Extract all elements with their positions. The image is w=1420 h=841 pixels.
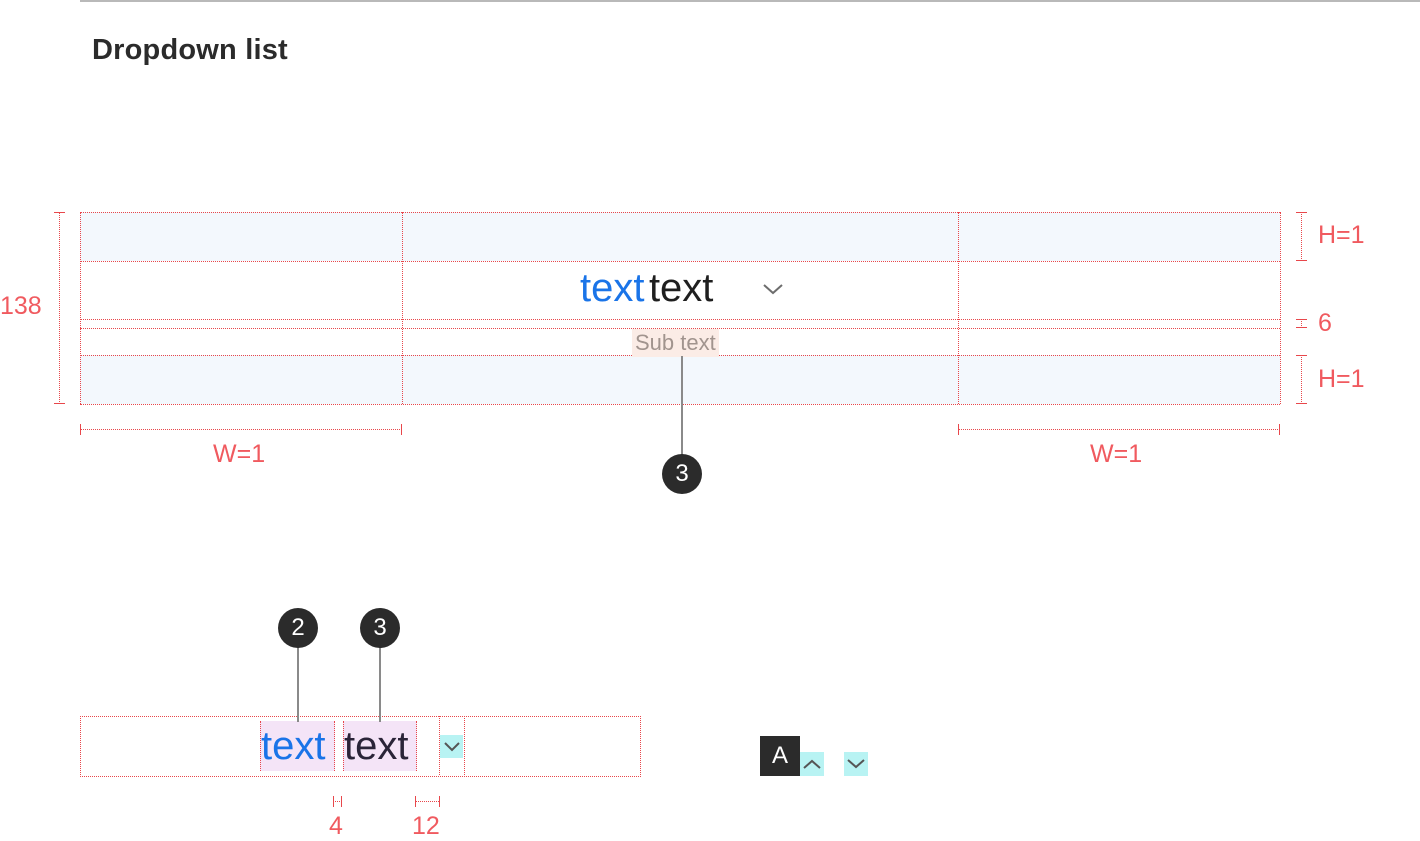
chevron-down-icon — [844, 752, 868, 776]
grid-line — [80, 261, 1280, 262]
primary-text: text — [261, 724, 326, 768]
height-dimension-line — [59, 212, 60, 404]
grid-line — [80, 319, 1280, 320]
gap-label: 6 — [1318, 309, 1332, 337]
icon-gap-dimension — [415, 801, 439, 802]
width-right-dimension — [958, 429, 1280, 430]
primary-text: text — [580, 266, 645, 310]
asset-badge: A — [760, 736, 800, 776]
bottom-padding-band — [80, 355, 1280, 404]
dimension-tick — [1296, 319, 1307, 320]
grid-line — [80, 404, 1280, 405]
height-label: 138 — [0, 292, 42, 320]
top-divider — [80, 0, 1420, 2]
band-bottom-dimension — [1301, 355, 1302, 404]
dimension-tick — [1296, 403, 1307, 404]
dimension-tick — [415, 796, 416, 807]
band-top-dimension — [1301, 212, 1302, 261]
callout-badge: 3 — [662, 454, 702, 494]
top-padding-band — [80, 212, 1280, 261]
secondary-text: text — [648, 266, 714, 310]
dropdown-label[interactable]: text text — [580, 266, 713, 311]
dimension-tick — [1296, 260, 1307, 261]
dimension-tick — [54, 212, 65, 213]
spacing-label: 4 — [329, 812, 343, 840]
secondary-text: text — [344, 724, 409, 768]
grid-line — [958, 212, 959, 404]
grid-line — [80, 212, 1280, 213]
dimension-tick — [439, 796, 440, 807]
dimension-tick — [341, 796, 342, 807]
chevron-down-icon[interactable] — [443, 741, 461, 753]
grid-line — [80, 328, 1280, 329]
grid-line — [80, 212, 81, 404]
width-left-label: W=1 — [213, 440, 266, 468]
page-title: Dropdown list — [92, 34, 288, 66]
dimension-tick — [333, 796, 334, 807]
dimension-tick — [401, 424, 402, 435]
dimension-tick — [958, 424, 959, 435]
callout-leader — [379, 640, 381, 722]
grid-line — [402, 212, 403, 404]
dimension-tick — [54, 403, 65, 404]
callout-leader — [297, 640, 299, 722]
callout-badge: 2 — [278, 608, 318, 648]
dimension-tick — [1296, 355, 1307, 356]
dimension-tick — [1279, 424, 1280, 435]
sub-text: Sub text — [632, 329, 719, 357]
callout-badge: 3 — [360, 608, 400, 648]
icon-slot — [439, 716, 465, 775]
secondary-text-box — [343, 721, 417, 771]
dimension-tick — [1296, 212, 1307, 213]
chevron-down-icon[interactable] — [762, 282, 784, 296]
dimension-tick — [80, 424, 81, 435]
dimension-tick — [1296, 327, 1307, 328]
width-right-label: W=1 — [1090, 440, 1143, 468]
width-left-dimension — [80, 429, 402, 430]
band-bottom-label: H=1 — [1318, 365, 1365, 393]
band-top-label: H=1 — [1318, 221, 1365, 249]
icon-gap-label: 12 — [412, 812, 440, 840]
spacing-dimension — [333, 801, 342, 802]
icon-highlight — [440, 735, 463, 758]
chevron-up-icon — [800, 752, 824, 776]
gap-dimension — [1301, 319, 1302, 328]
dropdown-box — [80, 716, 641, 777]
primary-text-box — [260, 721, 335, 771]
callout-leader — [681, 356, 683, 456]
grid-line — [1280, 212, 1281, 404]
